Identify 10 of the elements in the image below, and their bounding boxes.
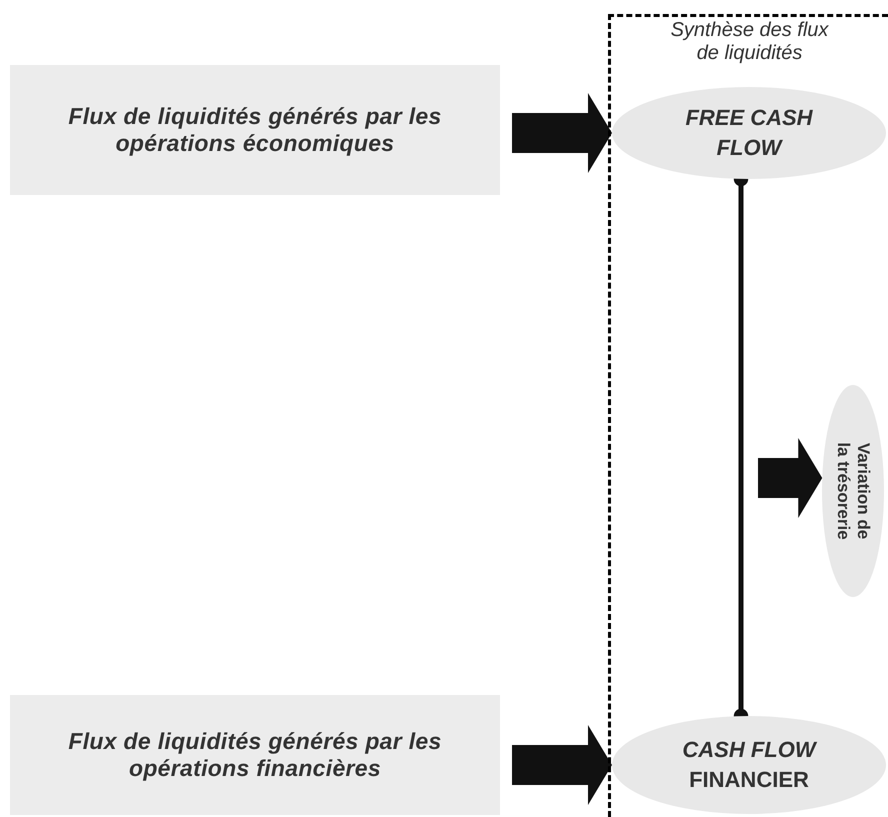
- ellipse-text: FREE CASH FLOW: [684, 104, 814, 162]
- ellipse-text: Variation de la trésorerie: [833, 441, 873, 542]
- box-text: Flux de liquidités générés par les opérations financières: [67, 728, 443, 782]
- dashed-region: [608, 14, 888, 817]
- ellipse-text: CASH FLOW FINANCIER: [681, 736, 818, 794]
- region-heading: Synthèse des flux de liquidités: [670, 19, 830, 65]
- box-text: Flux de liquidités générés par les opérations économiques: [67, 103, 443, 157]
- block-arrow: [512, 725, 612, 805]
- block-arrow: [512, 93, 612, 173]
- block-arrow: [758, 438, 822, 518]
